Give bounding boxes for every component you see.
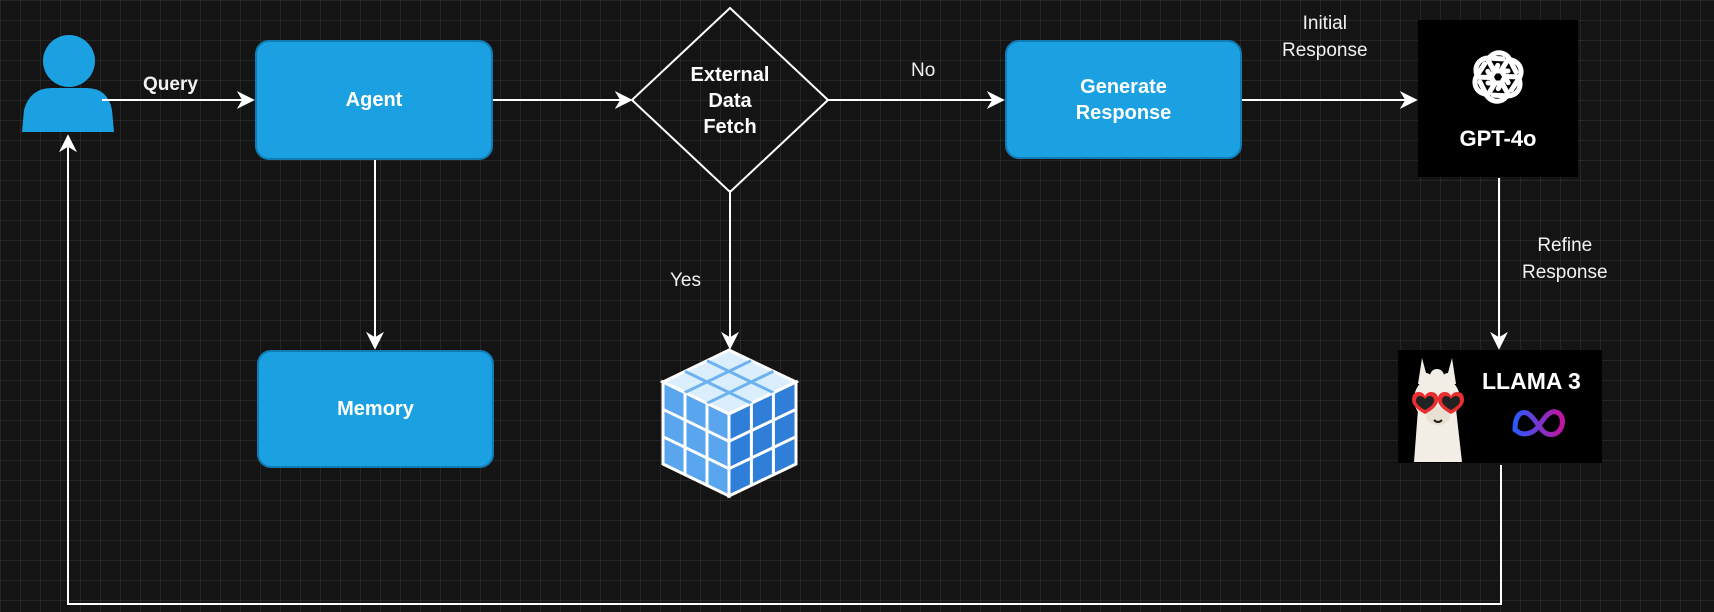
- edge-label-query: Query: [143, 74, 198, 95]
- decision-label: External Data Fetch: [670, 62, 790, 140]
- llama-mascot-icon: [1412, 358, 1464, 462]
- agent-label: Agent: [345, 89, 403, 111]
- generate-response-node[interactable]: Generate Response: [1005, 40, 1242, 159]
- initial-response-line1: Initial: [1302, 13, 1347, 34]
- refine-response-line1: Refine: [1537, 235, 1593, 256]
- decision-label-line3: Fetch: [703, 116, 757, 138]
- decision-diamond[interactable]: [630, 6, 830, 194]
- decision-label-line1: External: [690, 64, 770, 86]
- edge-llama-user: [59, 134, 1502, 605]
- agent-node[interactable]: Agent: [255, 40, 493, 160]
- edge-label-refine-response: Refine Response: [1522, 233, 1608, 286]
- generate-label-line1: Generate: [1080, 75, 1167, 98]
- generate-label-line2: Response: [1075, 101, 1172, 124]
- memory-node[interactable]: Memory: [257, 350, 494, 468]
- openai-logo-icon: [1472, 50, 1524, 104]
- edge-label-no: No: [911, 60, 936, 81]
- decision-label-line2: Data: [708, 90, 752, 112]
- memory-label: Memory: [337, 398, 414, 420]
- llama-3-label: LLAMA 3: [1482, 368, 1581, 394]
- edge-label-yes: Yes: [670, 270, 701, 291]
- gpt-4o-node[interactable]: GPT-4o: [1418, 20, 1578, 177]
- edge-label-initial-response: Initial Response: [1282, 11, 1368, 64]
- database-cube-icon[interactable]: [659, 348, 800, 499]
- llama-3-node[interactable]: LLAMA 3: [1398, 350, 1602, 463]
- user-icon[interactable]: [22, 35, 114, 132]
- meta-logo-icon: [1512, 409, 1565, 437]
- refine-response-line2: Response: [1522, 261, 1608, 283]
- initial-response-line2: Response: [1282, 39, 1368, 61]
- gpt-4o-label: GPT-4o: [1459, 126, 1537, 151]
